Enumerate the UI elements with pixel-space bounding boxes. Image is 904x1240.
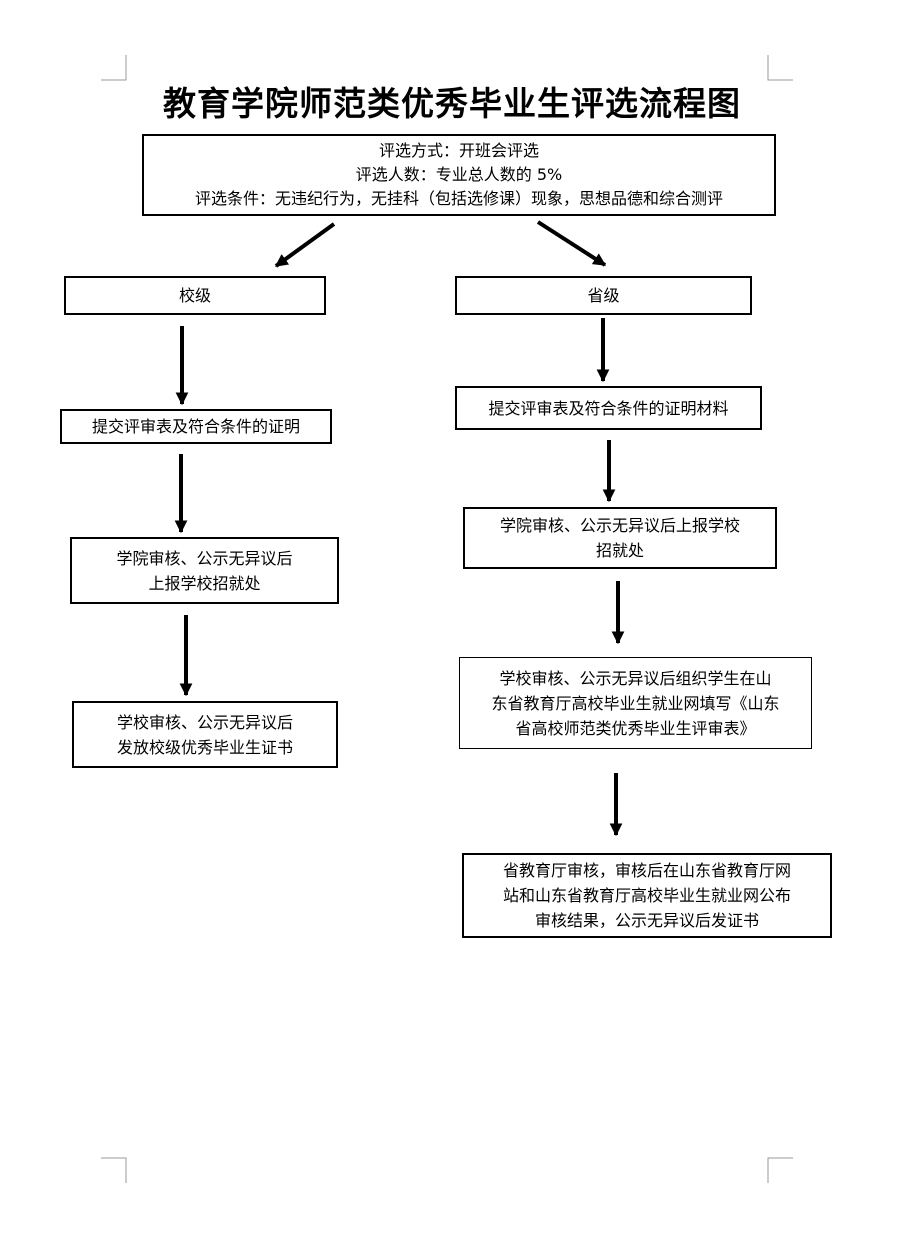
school-step-3-line-2: 发放校级优秀毕业生证书: [116, 737, 293, 757]
school-step-3-line-1: 学校审核、公示无异议后: [116, 712, 293, 732]
province-level-box: 省级: [455, 276, 752, 315]
school-step-1-line-1: 提交评审表及符合条件的证明: [91, 417, 300, 436]
province-step-2-line-1: 学院审核、公示无异议后上报学校: [499, 516, 740, 535]
school-step-3-box: 学校审核、公示无异议后 发放校级优秀毕业生证书: [72, 701, 338, 768]
page-title: 教育学院师范类优秀毕业生评选流程图: [163, 84, 741, 123]
province-step-3-line-1: 学校审核、公示无异议后组织学生在山: [499, 668, 772, 688]
province-step-4-line-1: 省教育厅审核，审核后在山东省教育厅网: [502, 861, 791, 880]
school-level-box: 校级: [64, 276, 326, 315]
school-step-2-line-2: 上报学校招就处: [148, 573, 261, 593]
school-step-2-line-1: 学院审核、公示无异议后: [116, 548, 293, 568]
province-step-1-box: 提交评审表及符合条件的证明材料: [455, 386, 762, 430]
province-step-2-box: 学院审核、公示无异议后上报学校 招就处: [463, 507, 777, 569]
province-level-label: 省级: [587, 286, 620, 305]
province-step-3-line-2: 东省教育厅高校毕业生就业网填写《山东: [491, 693, 780, 713]
school-step-2-box: 学院审核、公示无异议后 上报学校招就处: [70, 537, 339, 604]
criteria-conditions: 评选条件：无违纪行为，无挂科（包括选修课）现象，思想品德和综合测评: [194, 189, 723, 208]
criteria-count: 评选人数：专业总人数的 5%: [355, 165, 563, 184]
province-step-3-box: 学校审核、公示无异议后组织学生在山 东省教育厅高校毕业生就业网填写《山东 省高校…: [459, 657, 812, 749]
province-step-3-line-3: 省高校师范类优秀毕业生评审表》: [515, 718, 756, 738]
province-step-4-box: 省教育厅审核，审核后在山东省教育厅网 站和山东省教育厅高校毕业生就业网公布 审核…: [462, 853, 832, 938]
criteria-method: 评选方式：开班会评选: [378, 141, 539, 160]
school-level-label: 校级: [178, 286, 211, 305]
province-step-2-line-2: 招就处: [595, 541, 644, 560]
province-step-4-line-3: 审核结果，公示无异议后发证书: [534, 911, 759, 930]
arrow-criteria-to-school: [274, 222, 336, 268]
arrow-criteria-to-province: [536, 220, 607, 267]
criteria-box: 评选方式：开班会评选 评选人数：专业总人数的 5% 评选条件：无违纪行为，无挂科…: [142, 134, 776, 216]
province-step-4-line-2: 站和山东省教育厅高校毕业生就业网公布: [502, 886, 791, 905]
school-step-1-box: 提交评审表及符合条件的证明: [60, 409, 332, 444]
province-step-1-line-1: 提交评审表及符合条件的证明材料: [488, 398, 729, 418]
